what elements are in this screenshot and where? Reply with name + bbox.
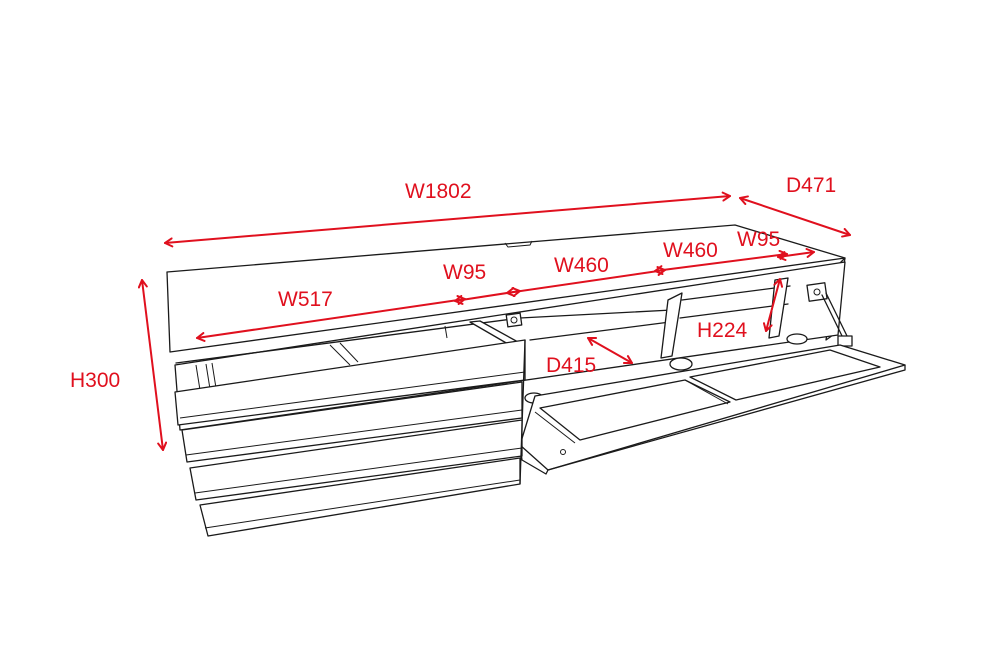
label-depth-total: D471 xyxy=(786,174,836,197)
shelf-center xyxy=(519,309,673,319)
hinge-bracket-left xyxy=(505,312,523,328)
label-width-left: W517 xyxy=(278,288,333,311)
left-opening-edge-2 xyxy=(339,342,359,363)
flap-inner-seam xyxy=(534,411,576,444)
louver-groove-2 xyxy=(185,409,523,456)
dim-line-width-end xyxy=(777,248,815,261)
left-louvered-door xyxy=(174,339,526,537)
hinge-screw-right xyxy=(813,288,821,296)
left-end-post-3 xyxy=(211,362,217,389)
louver-groove-4 xyxy=(204,479,521,529)
flap-screw xyxy=(560,449,566,455)
louver-groove-3 xyxy=(194,447,523,494)
flap-stay-arm xyxy=(821,294,845,341)
flap-inner-panel-right xyxy=(689,349,881,401)
cabinet-drawing xyxy=(166,224,906,537)
hinge-screw-left xyxy=(510,316,518,324)
cable-hole-right xyxy=(786,333,808,345)
louver-slat-3 xyxy=(189,419,523,501)
cable-hole-center xyxy=(669,357,693,371)
partition-center xyxy=(660,292,683,359)
dimension-labels: W1802 D471 H300 W517 W95 W460 W460 W95 H… xyxy=(70,174,836,392)
dim-line-height-total xyxy=(137,279,168,451)
label-width-right: W460 xyxy=(663,239,718,262)
dim-line-depth-total xyxy=(739,195,851,238)
dim-line-width-right xyxy=(654,249,788,276)
hinge-bracket-right xyxy=(806,282,828,302)
left-end-post-2 xyxy=(205,363,211,390)
dim-line-width-left xyxy=(196,295,466,342)
dim-line-height-inner xyxy=(762,278,784,332)
flap-stay-arm-2 xyxy=(825,292,849,339)
dim-line-width-total xyxy=(164,191,731,248)
label-height-total: H300 xyxy=(70,369,120,392)
louver-slat-1 xyxy=(174,339,526,426)
louver-right-edge xyxy=(519,339,526,485)
flap-inner-seam-2 xyxy=(684,379,729,405)
left-end-post xyxy=(195,364,201,391)
label-width-end: W95 xyxy=(737,228,780,251)
dim-line-depth-inner xyxy=(587,336,633,365)
label-width-mid-left: W95 xyxy=(443,261,486,284)
dimension-annotations xyxy=(137,191,851,451)
label-width-total: W1802 xyxy=(405,180,472,203)
louver-groove-1 xyxy=(179,371,526,419)
shelf-center-front xyxy=(529,321,671,341)
dim-line-width-center xyxy=(505,266,666,297)
flap-inner-panel-left xyxy=(539,379,731,441)
label-width-center: W460 xyxy=(554,254,609,277)
left-opening-edge xyxy=(329,344,351,366)
label-depth-inner: D415 xyxy=(546,354,596,377)
flap-door-front-edge xyxy=(547,364,906,471)
label-height-inner: H224 xyxy=(697,319,748,342)
